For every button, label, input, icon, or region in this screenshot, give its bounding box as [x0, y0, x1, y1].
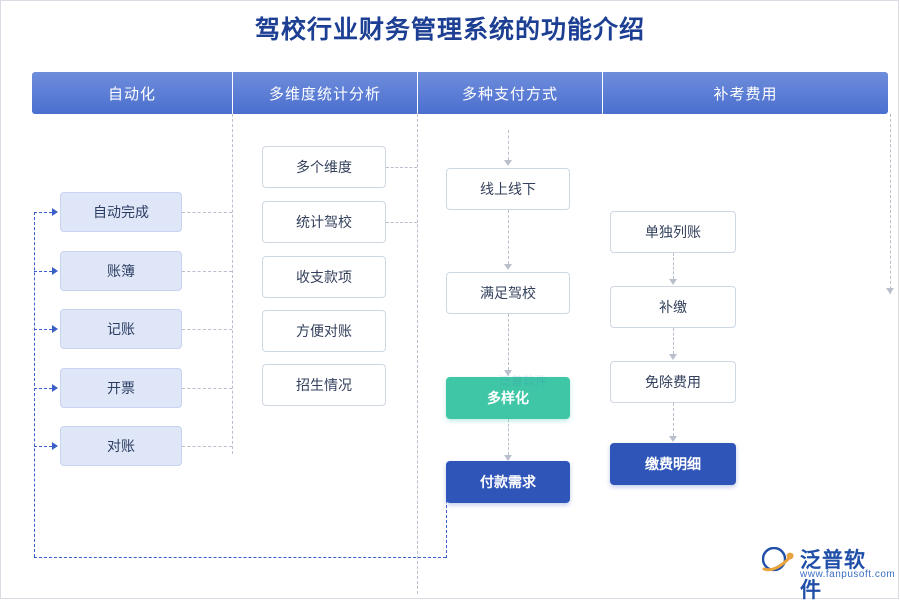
arrow-reconciliation	[52, 442, 58, 450]
line-col2-right-rail	[417, 114, 418, 594]
header-retake-fee[interactable]: 补考费用	[603, 72, 888, 114]
logo-mark-icon	[762, 547, 794, 572]
arrow-diversified	[504, 370, 512, 376]
node-supplementary-pay[interactable]: 补缴	[610, 286, 736, 328]
line-automation-spine	[34, 212, 35, 557]
line-col1-rail-auto	[182, 212, 232, 213]
header-statistics[interactable]: 多维度统计分析	[233, 72, 417, 114]
line-bottom-blue-up	[446, 500, 447, 558]
arrow-payment-detail	[669, 436, 677, 442]
arrow-supplementary-pay	[669, 279, 677, 285]
line-col2-rail-dim	[386, 167, 417, 168]
arrow-bookkeeping	[52, 325, 58, 333]
header-payment[interactable]: 多种支付方式	[418, 72, 602, 114]
arrow-auto-complete	[52, 208, 58, 216]
line-payment-from-header	[508, 130, 509, 160]
node-enrollment[interactable]: 招生情况	[262, 364, 386, 406]
line-online-to-satisfy	[508, 210, 509, 264]
node-auto-complete[interactable]: 自动完成	[60, 192, 182, 232]
node-bookkeeping[interactable]: 记账	[60, 309, 182, 349]
arrow-online-offline	[504, 160, 512, 166]
arrow-invoicing	[52, 384, 58, 392]
line-col1-rail-recon	[182, 446, 232, 447]
line-bottom-blue	[34, 557, 446, 558]
node-satisfy-school[interactable]: 满足驾校	[446, 272, 570, 314]
logo-text-cn: 泛普软件	[800, 549, 866, 602]
line-col1-rail-book	[182, 329, 232, 330]
node-statistic-school[interactable]: 统计驾校	[262, 201, 386, 243]
line-supp-to-exempt	[673, 328, 674, 354]
line-auto-complete-in	[34, 212, 52, 213]
line-separate-to-supp	[673, 253, 674, 279]
line-col1-right-rail	[232, 114, 233, 454]
node-ledger[interactable]: 账簿	[60, 251, 182, 291]
node-separate-account[interactable]: 单独列账	[610, 211, 736, 253]
line-ledger-in	[34, 271, 52, 272]
node-payment-detail[interactable]: 缴费明细	[610, 443, 736, 485]
node-income-expense[interactable]: 收支款项	[262, 256, 386, 298]
line-invoicing-in	[34, 388, 52, 389]
line-reconciliation-in	[34, 446, 52, 447]
node-reconciliation[interactable]: 对账	[60, 426, 182, 466]
line-diversified-to-demand	[508, 419, 509, 455]
node-online-offline[interactable]: 线上线下	[446, 168, 570, 210]
arrow-right-rail	[886, 288, 894, 294]
node-exempt-fee[interactable]: 免除费用	[610, 361, 736, 403]
arrow-ledger	[52, 267, 58, 275]
node-payment-demand[interactable]: 付款需求	[446, 461, 570, 503]
line-right-rail	[890, 114, 891, 294]
line-bookkeeping-in	[34, 329, 52, 330]
arrow-satisfy-school	[504, 264, 512, 270]
line-satisfy-to-diversified	[508, 314, 509, 370]
line-col1-rail-ledger	[182, 271, 232, 272]
node-diversified[interactable]: 多样化	[446, 377, 570, 419]
arrow-payment-demand	[504, 455, 512, 461]
line-exempt-to-detail	[673, 403, 674, 436]
node-invoicing[interactable]: 开票	[60, 368, 182, 408]
logo-text-en: www.fanpusoft.com	[800, 569, 896, 580]
line-col1-rail-invoice	[182, 388, 232, 389]
node-multi-dimension[interactable]: 多个维度	[262, 146, 386, 188]
header-automation[interactable]: 自动化	[32, 72, 232, 114]
page-title: 驾校行业财务管理系统的功能介绍	[254, 16, 645, 44]
company-logo: 泛普软件 www.fanpusoft.com	[762, 545, 895, 602]
center-watermark: 泛普软件	[498, 373, 547, 388]
line-col2-rail-school	[386, 222, 417, 223]
node-easy-reconcile[interactable]: 方便对账	[262, 310, 386, 352]
arrow-exempt-fee	[669, 354, 677, 360]
